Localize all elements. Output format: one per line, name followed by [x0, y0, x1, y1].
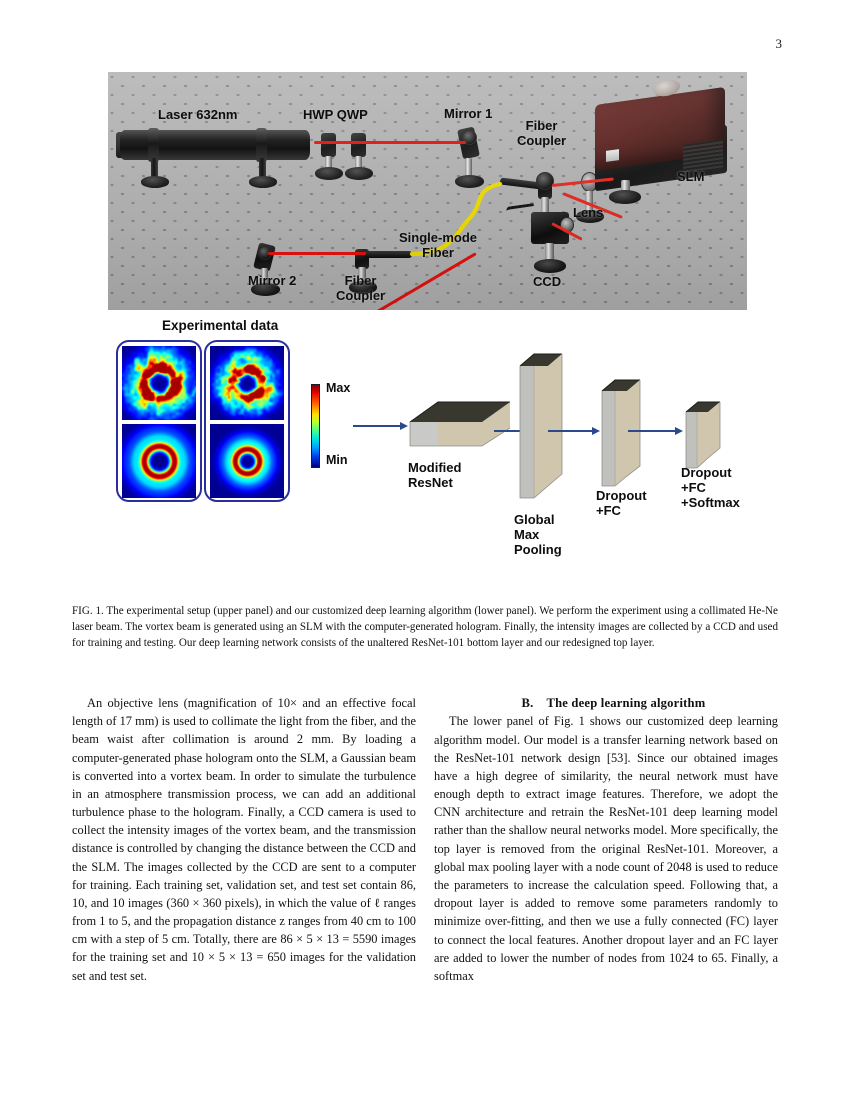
page-number: 3 [775, 36, 783, 51]
section-title: The deep learning algorithm [546, 696, 706, 710]
arrow-data-to-resnet-line [353, 425, 401, 427]
vortex-image-3 [122, 424, 196, 498]
right-column-paragraph: The lower panel of Fig. 1 shows our cust… [434, 714, 778, 983]
label-mirror-1: Mirror 1 [444, 106, 493, 121]
laser-base-1 [141, 176, 169, 188]
dropout-fc-softmax-block [685, 401, 721, 469]
label-fiber-coupler-top: Fiber Coupler [517, 118, 567, 148]
arrow-data-to-resnet-head [400, 421, 408, 430]
laser-post-2 [259, 158, 266, 180]
fiber-coupler-bottom-base [349, 281, 377, 294]
figure-caption: FIG. 1. The experimental setup (upper pa… [72, 605, 778, 649]
single-mode-fiber-cable [409, 181, 503, 257]
fiber-coupler-bottom-post [358, 267, 366, 284]
hwp-post [325, 156, 332, 170]
body-column-left: An objective lens (magnification of 10× … [72, 694, 416, 985]
slm-post [621, 180, 630, 194]
beam-laser-to-mirror1 [314, 141, 466, 145]
ccd-post [545, 243, 554, 263]
body-column-right: B. The deep learning algorithm The lower … [434, 694, 778, 985]
dropout-fc-block [601, 379, 641, 487]
algorithm-diagram: Experimental data [0, 312, 850, 592]
mirror-1-post [465, 158, 472, 178]
slm-base [609, 190, 641, 204]
laser-post-1 [151, 158, 158, 180]
laser-clamp-1 [148, 128, 159, 162]
intensity-colorbar: Max Min [311, 381, 350, 468]
modified-resnet-block [409, 401, 511, 447]
arrow-gmp-to-dropout-head [592, 426, 600, 435]
global-max-pooling-label: Global Max Pooling [514, 512, 562, 558]
label-mirror-2: Mirror 2 [248, 273, 297, 288]
label-lens: Lens [573, 205, 604, 220]
experimental-data-group-right [204, 340, 290, 502]
dropout-fc-label: Dropout +FC [596, 488, 647, 519]
fiber-coupler-top-optic [536, 172, 554, 190]
label-laser: Laser 632nm [158, 107, 238, 122]
experimental-data-group-left [116, 340, 202, 502]
mirror-2-base [251, 283, 280, 296]
arrow-dropout-to-softmax-head [675, 426, 683, 435]
laser-clamp-2 [256, 128, 267, 162]
slm-display-window [606, 149, 619, 162]
section-heading: B. The deep learning algorithm [434, 694, 778, 712]
arrow-dropout-to-softmax-line [628, 430, 680, 432]
qwp-post [355, 156, 362, 170]
vortex-image-1 [122, 346, 196, 420]
qwp-holder [351, 133, 366, 157]
label-ccd: CCD [533, 274, 562, 289]
section-label: B. [521, 696, 534, 710]
label-slm: SLM [677, 169, 705, 184]
colorbar-max-label: Max [326, 381, 351, 395]
label-fiber-coupler-bottom: Fiber Coupler [336, 273, 386, 303]
vortex-image-4 [210, 424, 284, 498]
fiber-tube-bottom [364, 251, 412, 258]
left-column-paragraph: An objective lens (magnification of 10× … [72, 696, 416, 983]
label-hwp-qwp: HWP QWP [303, 107, 368, 122]
qwp-base [345, 167, 373, 180]
laser-aperture [116, 132, 123, 158]
hwp-base [315, 167, 343, 180]
arrow-gmp-to-dropout-line [548, 430, 598, 432]
arrow-resnet-to-gmp-line [494, 430, 532, 432]
mirror-1-base [455, 175, 484, 188]
experimental-data-title: Experimental data [162, 318, 279, 333]
hwp-holder [321, 133, 336, 157]
dropout-fc-softmax-label: Dropout +FC +Softmax [681, 465, 740, 511]
colorbar-min-label: Min [326, 453, 348, 467]
label-single-mode-fiber: Single-mode Fiber [399, 230, 478, 260]
fiber-coupler-top-post [541, 197, 549, 217]
ccd-base [534, 259, 566, 273]
vortex-image-2 [210, 346, 284, 420]
beam-mirror2-to-coupler [268, 252, 366, 256]
laser-base-2 [249, 176, 277, 188]
colorbar-gradient [311, 384, 320, 468]
lens-base [576, 210, 604, 223]
modified-resnet-label: Modified ResNet [408, 460, 462, 491]
global-max-pooling-block [519, 353, 563, 499]
mirror-2-post [261, 268, 268, 286]
